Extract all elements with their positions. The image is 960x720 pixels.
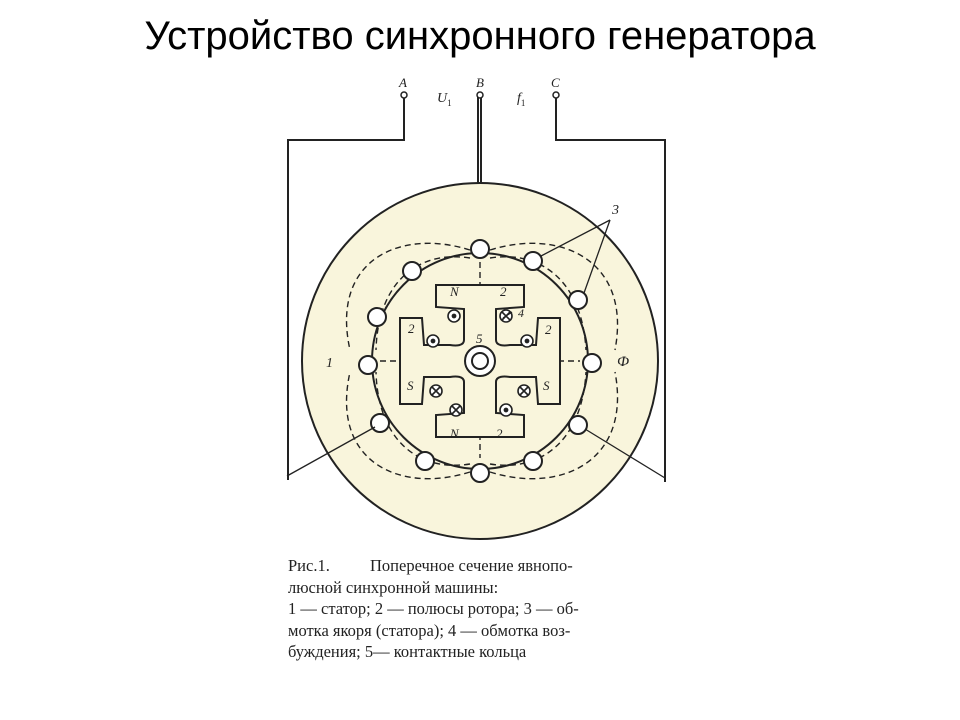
- label-field-winding-4: 4: [518, 306, 524, 320]
- caption-line-3: 1 — статор; 2 — полюсы ротора; 3 — об-: [288, 599, 579, 618]
- caption-line-5: буждения; 5— контактные кольца: [288, 642, 527, 661]
- frequency-f1-label: f1: [517, 91, 525, 108]
- stator-frame: [287, 97, 666, 482]
- caption-line-2: люсной синхронной машины:: [288, 577, 499, 597]
- pole-n-top-label: N: [449, 284, 460, 299]
- armature-slots: [358, 239, 602, 483]
- page-title: Устройство синхронного генератора: [144, 14, 816, 58]
- label-pole-2-bottom: 2: [496, 426, 503, 441]
- figure-caption: Рис.1.Поперечное сечение явнопо- люсной …: [288, 555, 668, 663]
- label-pole-2-left: 2: [408, 321, 415, 336]
- caption-line-4: мотка якоря (статора); 4 — обмотка воз-: [288, 620, 571, 640]
- label-pole-2-right: 2: [545, 322, 552, 337]
- terminal-b-label: B: [476, 75, 484, 90]
- label-pole-2-top: 2: [500, 284, 507, 299]
- field-winding-conductors: [426, 309, 534, 417]
- caption-line-1: Рис.1.Поперечное сечение явнопо-: [288, 556, 573, 575]
- figure-number: Рис.1.: [288, 556, 330, 575]
- pole-n-bottom-label: N: [449, 426, 460, 441]
- label-armature-3: 3: [611, 203, 619, 218]
- label-slip-rings-5: 5: [476, 331, 483, 346]
- terminal-c-label: C: [551, 75, 560, 90]
- pole-s-left-label: S: [407, 378, 414, 393]
- leader-lines: [286, 219, 666, 479]
- voltage-u1-label: U1: [437, 91, 452, 108]
- pole-s-right-label: S: [543, 378, 550, 393]
- flux-label: Ф: [617, 354, 629, 370]
- slip-rings: [464, 345, 496, 377]
- terminal-a-label: A: [398, 75, 407, 90]
- label-stator-1: 1: [326, 356, 333, 371]
- terminal-points: [400, 91, 560, 99]
